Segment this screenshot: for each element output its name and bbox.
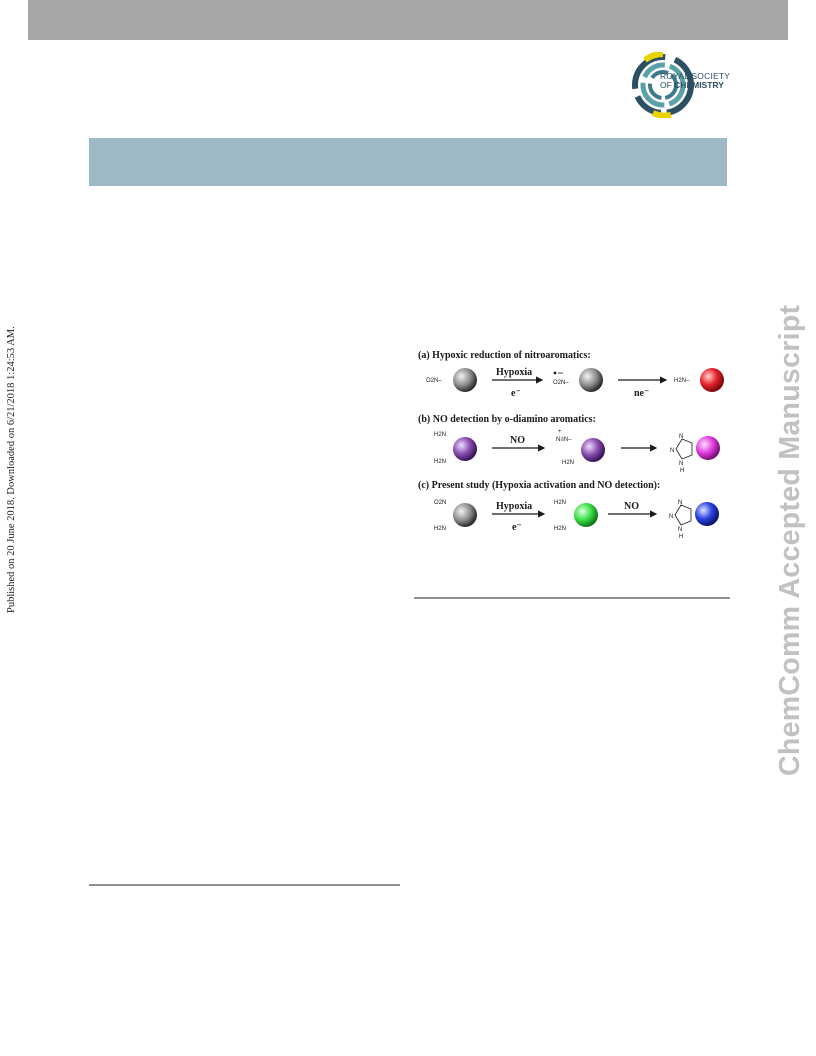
- panel-b-arrow1-top: NO: [510, 435, 525, 446]
- reaction-scheme: (a) Hypoxic reduction of nitroaromatics:…: [418, 350, 724, 540]
- panel-b-title: (b) NO detection by o-diamino aromatics:: [418, 414, 596, 425]
- panel-c-product-sphere: [695, 502, 719, 526]
- panel-a-start-sphere: [453, 368, 477, 392]
- panel-c-start-label-bottom: H2N: [434, 526, 446, 532]
- svg-text:N: N: [669, 514, 673, 520]
- panel-b-intermediate-label-top: N≡N–: [556, 437, 572, 443]
- panel-c-product-label: N: [678, 500, 682, 506]
- panel-b-start-label-bottom: H2N: [434, 459, 446, 465]
- radical-dot: [553, 371, 557, 375]
- svg-text:N: N: [679, 461, 683, 467]
- panel-a-intermediate-sphere: [579, 368, 603, 392]
- panel-c-intermediate-sphere: [574, 503, 598, 527]
- panel-c-triazole: N N N H: [669, 500, 692, 540]
- panel-a-start-label: O2N–: [426, 378, 442, 384]
- panel-b-start-sphere: [453, 437, 477, 461]
- panel-b-start-label-top: H2N: [434, 432, 446, 438]
- panel-a-arrow1-top: Hypoxia: [496, 367, 532, 378]
- panel-a-title: (a) Hypoxic reduction of nitroaromatics:: [418, 350, 591, 361]
- panel-c-title: (c) Present study (Hypoxia activation an…: [418, 480, 660, 491]
- header-bar: [28, 0, 788, 40]
- panel-a-product-label: H2N–: [674, 378, 690, 384]
- article-type-band: [89, 138, 727, 186]
- panel-a-product-sphere: [700, 368, 724, 392]
- footnote-divider-rule: [89, 884, 400, 886]
- panel-b-plus-sign: +: [558, 429, 562, 435]
- panel-b-intermediate-sphere: [581, 438, 605, 462]
- rsc-logo-line1: ROYAL SOCIETY: [660, 71, 731, 81]
- accepted-manuscript-watermark: ChemComm Accepted Manuscript: [772, 276, 808, 776]
- panel-c-arrow2-top: NO: [624, 501, 639, 512]
- panel-c-arrow1-top: Hypoxia: [496, 501, 532, 512]
- watermark-text: ChemComm Accepted Manuscript: [774, 304, 806, 776]
- panel-b-product-h: H: [680, 468, 684, 474]
- panel-c-intermediate-label-bottom: H2N: [554, 526, 566, 532]
- rsc-logo-text: ROYAL SOCIETY OF CHEMISTRY: [660, 72, 730, 90]
- rsc-logo: [632, 52, 694, 118]
- rsc-logo-line2: OF CHEMISTRY: [660, 80, 724, 90]
- panel-a-intermediate-label: O2N–: [553, 380, 569, 386]
- panel-c-start-label-top: O2N: [434, 500, 446, 506]
- svg-text:N: N: [678, 527, 682, 533]
- publication-stamp-text: Published on 20 June 2018. Downloaded on…: [6, 326, 17, 613]
- panel-a-arrow1-bottom: e⁻: [511, 388, 521, 399]
- figure-divider-rule: [414, 597, 730, 599]
- panel-b-triazole: N N N H: [670, 434, 693, 474]
- panel-a-arrow2-bottom: ne⁻: [634, 388, 649, 399]
- panel-c-arrow1-bottom: e⁻: [512, 522, 522, 533]
- panel-b-intermediate-label-bottom: H2N: [562, 460, 574, 466]
- panel-b-product-sphere: [696, 436, 720, 460]
- svg-text:N: N: [670, 448, 674, 454]
- panel-c-intermediate-label-top: H2N: [554, 500, 566, 506]
- panel-b-product-label: N: [679, 434, 683, 440]
- panel-c-start-sphere: [453, 503, 477, 527]
- panel-c-product-h: H: [679, 534, 683, 540]
- publication-stamp: Published on 20 June 2018. Downloaded on…: [6, 323, 20, 613]
